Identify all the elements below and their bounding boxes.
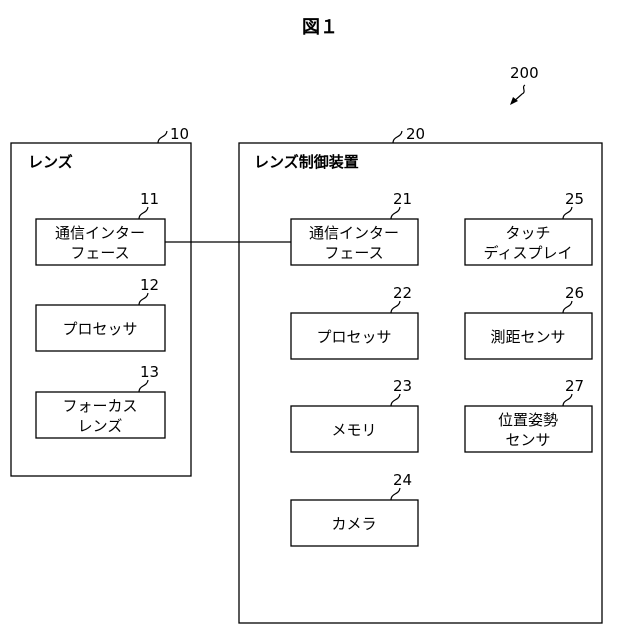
ref-11: 11 <box>140 190 159 208</box>
lens-focus-lens-line1: フォーカス <box>62 397 137 415</box>
controller-comm-interface-line2: フェース <box>324 244 383 262</box>
ref-22: 22 <box>393 284 412 302</box>
controller-pose-sensor-line1: 位置姿勢 <box>498 411 558 429</box>
ref-21: 21 <box>393 190 412 208</box>
ref-25: 25 <box>565 190 584 208</box>
controller-frame-label: レンズ制御装置 <box>254 153 359 171</box>
lens-focus-lens-line2: レンズ <box>78 417 123 435</box>
ref-27: 27 <box>565 377 584 395</box>
lens-ref-label: 10 <box>170 125 189 143</box>
lens-comm-interface-line1: 通信インター <box>55 224 145 242</box>
controller-touch-display-line2: ディスプレイ <box>484 244 573 262</box>
lens-processor-label: プロセッサ <box>62 320 137 338</box>
lens-comm-interface-line2: フェース <box>70 244 129 262</box>
controller-processor-label: プロセッサ <box>316 328 391 346</box>
controller-ref-label: 20 <box>406 125 425 143</box>
controller-group: レンズ制御装置 20 通信インター フェース 21 プロセッサ 22 メモリ 2… <box>239 125 602 623</box>
figure-title: 図１ <box>302 17 338 38</box>
controller-ref-leader <box>393 131 402 143</box>
lens-frame-label: レンズ <box>28 153 73 171</box>
controller-camera-label: カメラ <box>331 515 376 533</box>
controller-comm-interface-line1: 通信インター <box>309 224 399 242</box>
lens-ref-leader <box>158 131 167 143</box>
controller-pose-sensor-line2: センサ <box>505 431 550 449</box>
ref-13: 13 <box>140 363 159 381</box>
lens-group: レンズ 10 通信インター フェース 11 プロセッサ 12 フォーカス レンズ… <box>11 125 191 476</box>
ref-26: 26 <box>565 284 584 302</box>
ref-23: 23 <box>393 377 412 395</box>
controller-memory-label: メモリ <box>331 421 376 439</box>
controller-frame <box>239 143 602 623</box>
system-ref-label: 200 <box>510 64 539 82</box>
controller-distance-sensor-label: 測距センサ <box>490 328 565 346</box>
ref-12: 12 <box>140 276 159 294</box>
controller-touch-display-line1: タッチ <box>505 224 550 242</box>
ref-24: 24 <box>393 471 412 489</box>
